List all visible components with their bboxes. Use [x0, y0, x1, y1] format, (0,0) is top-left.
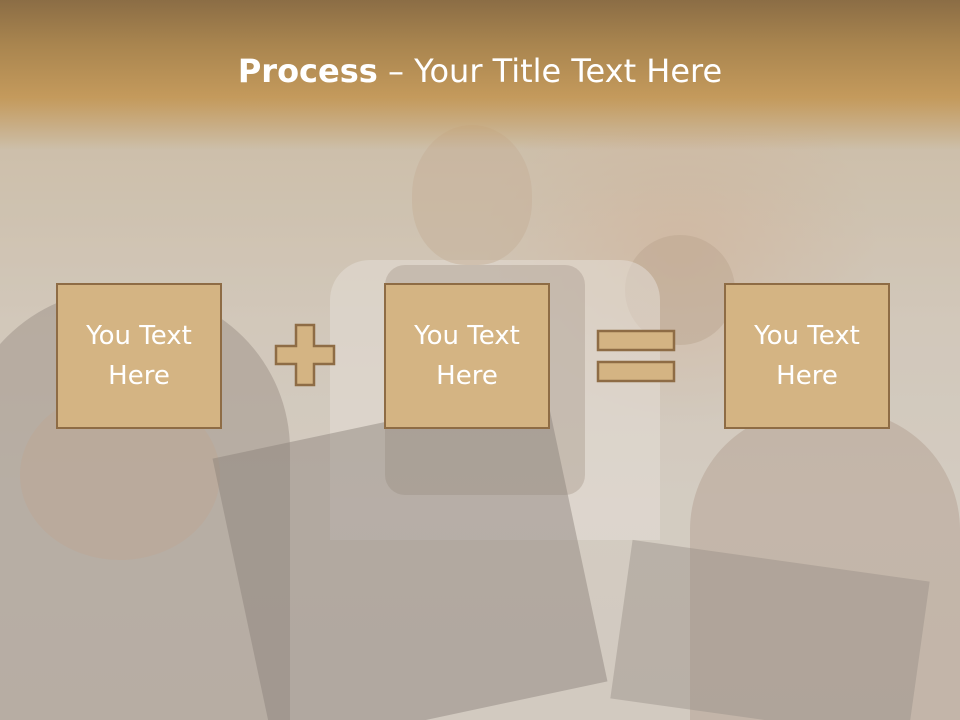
process-box-2: You Text Here	[384, 283, 550, 429]
title-rest: – Your Title Text Here	[377, 52, 723, 90]
box-2-line-2: Here	[436, 361, 498, 391]
process-box-3: You Text Here	[724, 283, 890, 429]
title-bar	[0, 0, 960, 150]
process-box-1: You Text Here	[56, 283, 222, 429]
title-bold: Process	[237, 52, 378, 90]
box-1-line-1: You Text	[86, 321, 192, 351]
box-1-line-2: Here	[108, 361, 170, 391]
background-woman	[690, 410, 960, 720]
slide-title: Process – Your Title Text Here	[0, 52, 960, 90]
plus-icon	[274, 323, 336, 387]
equals-icon	[596, 329, 676, 383]
box-3-line-1: You Text	[754, 321, 860, 351]
box-2-line-1: You Text	[414, 321, 520, 351]
box-3-line-2: Here	[776, 361, 838, 391]
